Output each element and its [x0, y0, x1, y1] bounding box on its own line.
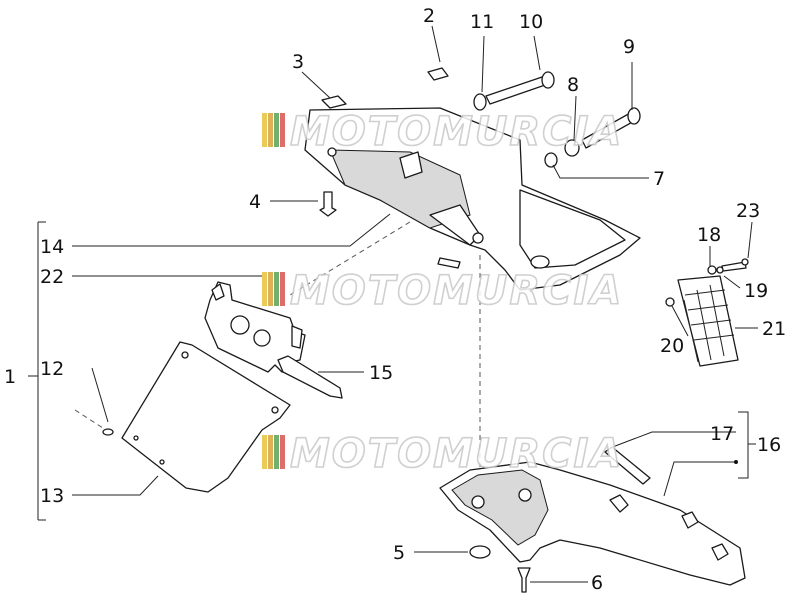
watermark-stripe	[268, 272, 273, 306]
bolt-9	[581, 107, 641, 149]
watermark-stripe	[280, 272, 285, 306]
license-plate	[121, 341, 291, 493]
nut-2	[427, 67, 449, 81]
callout-1: 1	[4, 366, 16, 388]
callout-19: 19	[744, 280, 768, 302]
callout-12: 12	[40, 358, 64, 380]
reflector-grid	[677, 275, 739, 367]
washer-11	[473, 93, 487, 111]
watermark: MOTOMURCIA	[262, 430, 623, 478]
callout-20: 20	[660, 335, 684, 357]
upper-rear-housing	[304, 107, 641, 291]
watermark-stripe	[280, 435, 285, 469]
callout-16: 16	[757, 434, 781, 456]
watermark-stripe	[262, 113, 267, 147]
screw-6	[517, 567, 531, 593]
screw-4	[319, 191, 337, 217]
watermark-stripe	[268, 113, 273, 147]
watermark-stripe	[274, 435, 279, 469]
watermark-stripe	[262, 435, 267, 469]
reflector-holder	[277, 355, 343, 399]
washer-7	[544, 152, 558, 168]
callout-10: 10	[519, 11, 543, 33]
gasket-strip	[604, 446, 651, 485]
nut-5	[469, 545, 491, 559]
callout-8: 8	[567, 74, 579, 96]
callout-4: 4	[249, 191, 261, 213]
watermark-text: MOTOMURCIA	[290, 431, 623, 477]
callout-5: 5	[393, 542, 405, 564]
leader-lines	[28, 25, 758, 583]
clip-3	[321, 95, 347, 109]
watermark: MOTOMURCIA	[262, 267, 623, 315]
assembly-line	[289, 221, 411, 296]
callout-13: 13	[40, 485, 64, 507]
watermark-text: MOTOMURCIA	[290, 109, 623, 155]
license-bracket	[204, 281, 306, 373]
bolt-10	[485, 71, 555, 105]
callout-11: 11	[470, 11, 494, 33]
watermark: MOTOMURCIA	[262, 108, 623, 156]
callout-22: 22	[40, 266, 64, 288]
callout-7: 7	[653, 168, 665, 190]
washer-12	[102, 428, 114, 436]
callout-17: 17	[710, 423, 734, 445]
watermark-stripe	[274, 113, 279, 147]
callout-21: 21	[762, 318, 786, 340]
callout-3: 3	[292, 51, 304, 73]
callout-9: 9	[623, 36, 635, 58]
callout-14: 14	[40, 236, 64, 258]
watermark-stripe	[280, 113, 285, 147]
watermark-text: MOTOMURCIA	[290, 268, 623, 314]
watermark-stripe	[268, 435, 273, 469]
callout-15: 15	[369, 362, 393, 384]
screw-housing	[437, 257, 461, 269]
assembly-line	[74, 409, 107, 431]
washer-8	[564, 139, 580, 157]
callout-6: 6	[591, 572, 603, 594]
watermark-stripe	[262, 272, 267, 306]
watermark-stripe	[274, 272, 279, 306]
screw-set-reflector	[665, 258, 749, 307]
callout-23: 23	[736, 200, 760, 222]
callout-2: 2	[423, 5, 435, 27]
callout-18: 18	[697, 224, 721, 246]
lower-mudguard	[439, 461, 746, 586]
